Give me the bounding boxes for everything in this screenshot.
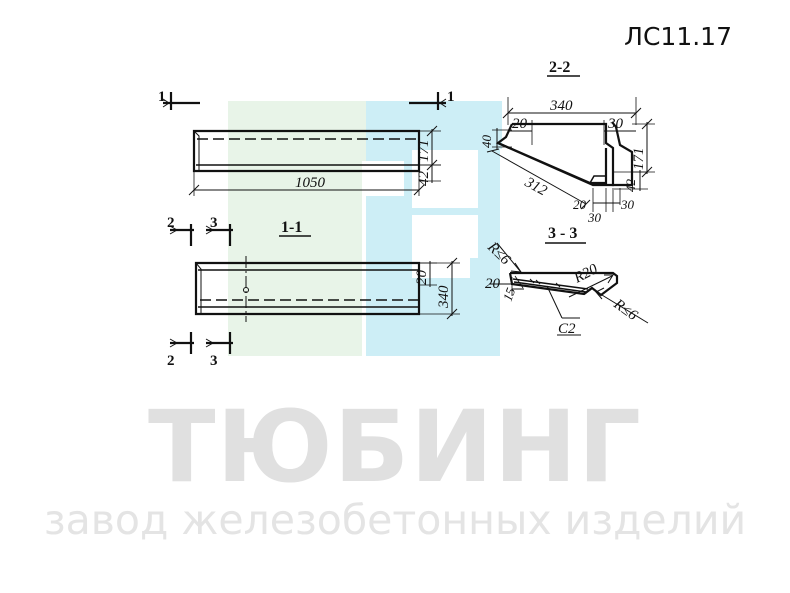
dim-width-340 bbox=[419, 257, 460, 320]
section-2-2-wedge bbox=[497, 141, 614, 187]
leader-chamfer-c2 bbox=[546, 285, 580, 319]
watermark-main: ТЮБИНГ bbox=[148, 390, 642, 505]
dim-length-1050-label: 1050 bbox=[295, 175, 326, 191]
section-1-1-view: 1-1 2 3 2 bbox=[167, 215, 460, 369]
page-title: ЛС11.17 bbox=[624, 22, 732, 51]
watermark-subtitle: завод железобетонных изделий bbox=[43, 496, 747, 544]
section-mark-2-top-label: 2 bbox=[167, 215, 175, 231]
section-mark-3-top bbox=[205, 224, 233, 246]
dim-22-h40 bbox=[492, 128, 512, 149]
label-radius-bottom: R≤6 bbox=[610, 296, 641, 324]
label-chamfer-c2: C2 bbox=[558, 321, 576, 337]
leader-radius-bottom bbox=[595, 287, 649, 324]
dim-22-slope-312 bbox=[486, 148, 591, 210]
section-1-1-label: 1-1 bbox=[281, 219, 302, 236]
section-mark-3-bottom bbox=[205, 332, 233, 354]
dim-thickness-42-label: 42 bbox=[416, 171, 432, 187]
block-cyan-4 bbox=[412, 215, 478, 278]
section-mark-2-bottom-label: 2 bbox=[167, 353, 175, 369]
dim-height-171-label: 171 bbox=[416, 140, 432, 163]
section-2-2-profile bbox=[512, 121, 634, 187]
dim-22-overall-340 bbox=[502, 97, 642, 125]
dim-22-h171-label: 171 bbox=[631, 148, 647, 171]
section-mark-3-bottom-label: 3 bbox=[210, 353, 218, 369]
section-3-3-view: 3 - 3 R≤6 R20 bbox=[484, 225, 649, 337]
section-mark-3-top-label: 3 bbox=[210, 215, 218, 231]
section-2-2-label: 2-2 bbox=[549, 59, 570, 76]
dim-22-foot-30b-label: 30 bbox=[587, 210, 602, 225]
section-mark-1-left bbox=[162, 92, 200, 110]
dim-22-slope-312-label: 312 bbox=[521, 174, 550, 200]
block-green-3 bbox=[271, 161, 362, 356]
dim-22-foot-group bbox=[592, 188, 621, 212]
plan-view: 1 1 1050 bbox=[158, 89, 455, 196]
section-2-2-top-edge bbox=[495, 123, 608, 185]
dim-22-overall-340-label: 340 bbox=[549, 98, 573, 114]
dim-band-20-label: 20 bbox=[414, 270, 430, 286]
dim-33-thick-15 bbox=[512, 275, 524, 290]
dim-33-left-20-label: 20 bbox=[485, 276, 501, 292]
dim-width-340-label: 340 bbox=[436, 285, 452, 309]
dim-thickness-42 bbox=[419, 163, 441, 183]
block-cyan-3 bbox=[412, 150, 478, 208]
dim-33-thick-15-label: 15 bbox=[500, 285, 519, 303]
dim-22-foot-30a-label: 30 bbox=[620, 197, 635, 212]
plan-left-bevel bbox=[193, 130, 200, 170]
section-3-3-inner bbox=[512, 278, 589, 290]
section-1-1-left-bevel bbox=[195, 262, 202, 313]
dim-22-foot-20-label: 20 bbox=[573, 197, 587, 212]
block-cyan-6 bbox=[470, 258, 496, 318]
leader-radius-top bbox=[496, 242, 523, 273]
section-mark-1-right-label: 1 bbox=[447, 89, 455, 105]
leader-radius-20 bbox=[568, 274, 614, 298]
section-mark-1-left-label: 1 bbox=[158, 89, 166, 105]
dim-33-left-20 bbox=[489, 277, 513, 296]
section-mark-2-top bbox=[169, 224, 194, 246]
dim-22-right-30-label: 30 bbox=[607, 116, 624, 132]
section-2-2-view: 2-2 340 20 30 bbox=[479, 59, 655, 225]
section-3-3-label: 3 - 3 bbox=[548, 225, 577, 242]
dim-22-h40-label: 40 bbox=[479, 135, 494, 149]
centerline-node bbox=[243, 287, 249, 293]
section-mark-2-bottom bbox=[169, 332, 194, 354]
dim-length-1050 bbox=[188, 171, 425, 196]
section-2-2-step bbox=[589, 175, 606, 184]
section-mark-1-right bbox=[409, 92, 447, 110]
dim-22-step-42-label: 42 bbox=[623, 179, 638, 193]
label-radius-top: R≤6 bbox=[484, 239, 514, 269]
section-3-3-inner-2 bbox=[513, 281, 587, 293]
